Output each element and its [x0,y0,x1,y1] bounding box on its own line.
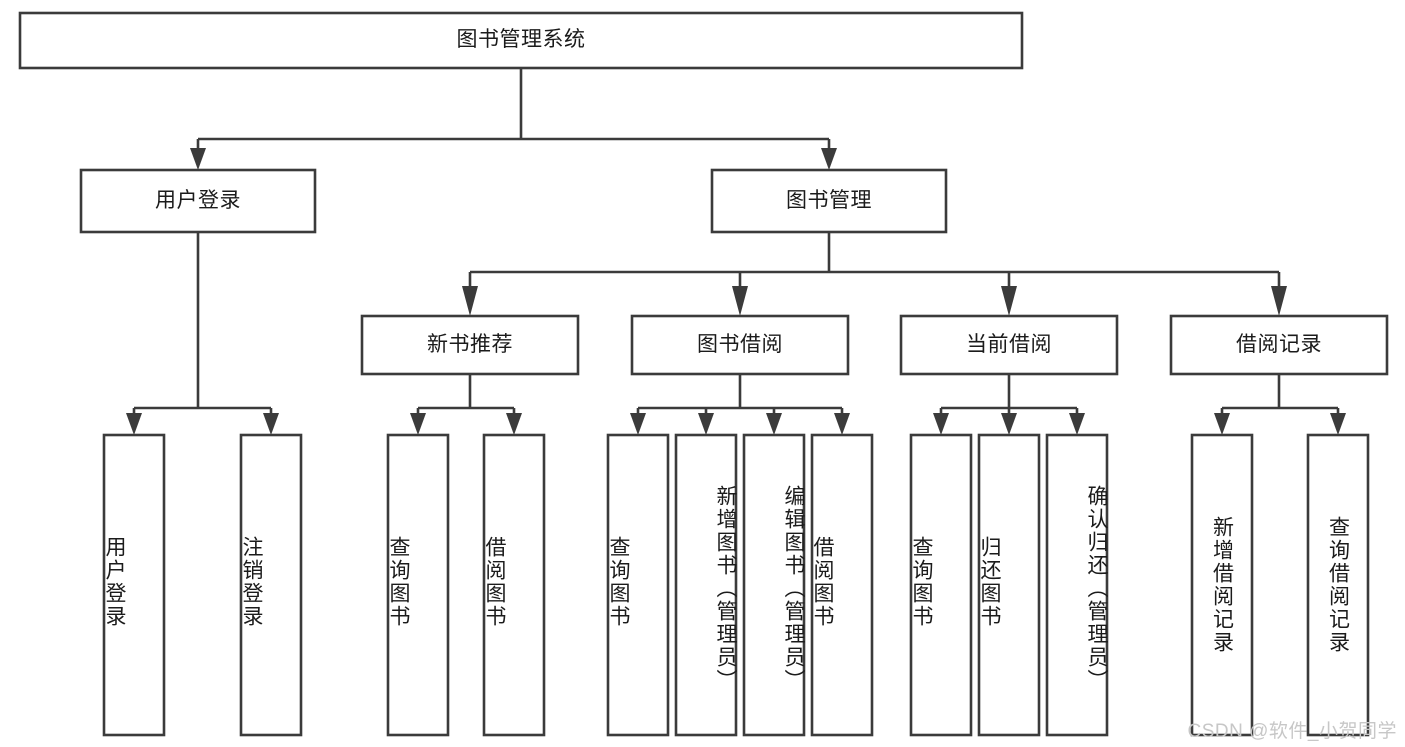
node-box-root-system[interactable] [18,11,1024,70]
node-box-current-borrow[interactable] [899,314,1119,376]
arrow-head-leaf-confirm-return [1069,413,1085,435]
arrow-head-leaf-borrow-book-2 [834,413,850,435]
arrow-head-leaf-add-record [1214,413,1230,435]
node-box-leaf-borrow-book-2[interactable] [810,433,874,737]
node-box-leaf-query-book-1[interactable] [386,433,450,737]
arrow-head-leaf-query-book-2 [630,413,646,435]
node-box-leaf-confirm-return[interactable] [1045,433,1109,737]
node-box-leaf-edit-book[interactable] [742,433,806,737]
node-box-leaf-add-record[interactable] [1190,433,1254,737]
arrow-head-leaf-edit-book [766,413,782,435]
node-box-leaf-return-book[interactable] [977,433,1041,737]
arrow-head-leaf-query-book-1 [410,413,426,435]
node-box-book-management[interactable] [710,168,948,234]
arrow-head-leaf-query-book-3 [933,413,949,435]
node-box-leaf-borrow-book-1[interactable] [482,433,546,737]
node-box-leaf-query-book-2[interactable] [606,433,670,737]
arrow-head-borrow-record [1271,286,1287,316]
node-box-layer [18,11,1389,737]
arrow-head-leaf-add-book [698,413,714,435]
node-box-leaf-user-login[interactable] [102,433,166,737]
connector-layer [126,68,1346,435]
node-box-borrow-record[interactable] [1169,314,1389,376]
node-box-leaf-query-book-3[interactable] [909,433,973,737]
arrow-head-new-book-recommend [462,286,478,316]
arrow-head-leaf-query-record [1330,413,1346,435]
arrow-head-book-borrow [732,286,748,316]
node-box-leaf-query-record[interactable] [1306,433,1370,737]
arrow-head-book-management [821,148,837,170]
arrow-head-leaf-borrow-book-1 [506,413,522,435]
arrow-head-current-borrow [1001,286,1017,316]
arrow-head-leaf-logout [263,413,279,435]
arrow-head-user-login [190,148,206,170]
arrow-head-leaf-return-book [1001,413,1017,435]
arrow-head-leaf-user-login [126,413,142,435]
node-box-user-login[interactable] [79,168,317,234]
node-box-book-borrow[interactable] [630,314,850,376]
node-box-new-book-recommend[interactable] [360,314,580,376]
node-box-leaf-add-book[interactable] [674,433,738,737]
node-box-leaf-logout[interactable] [239,433,303,737]
